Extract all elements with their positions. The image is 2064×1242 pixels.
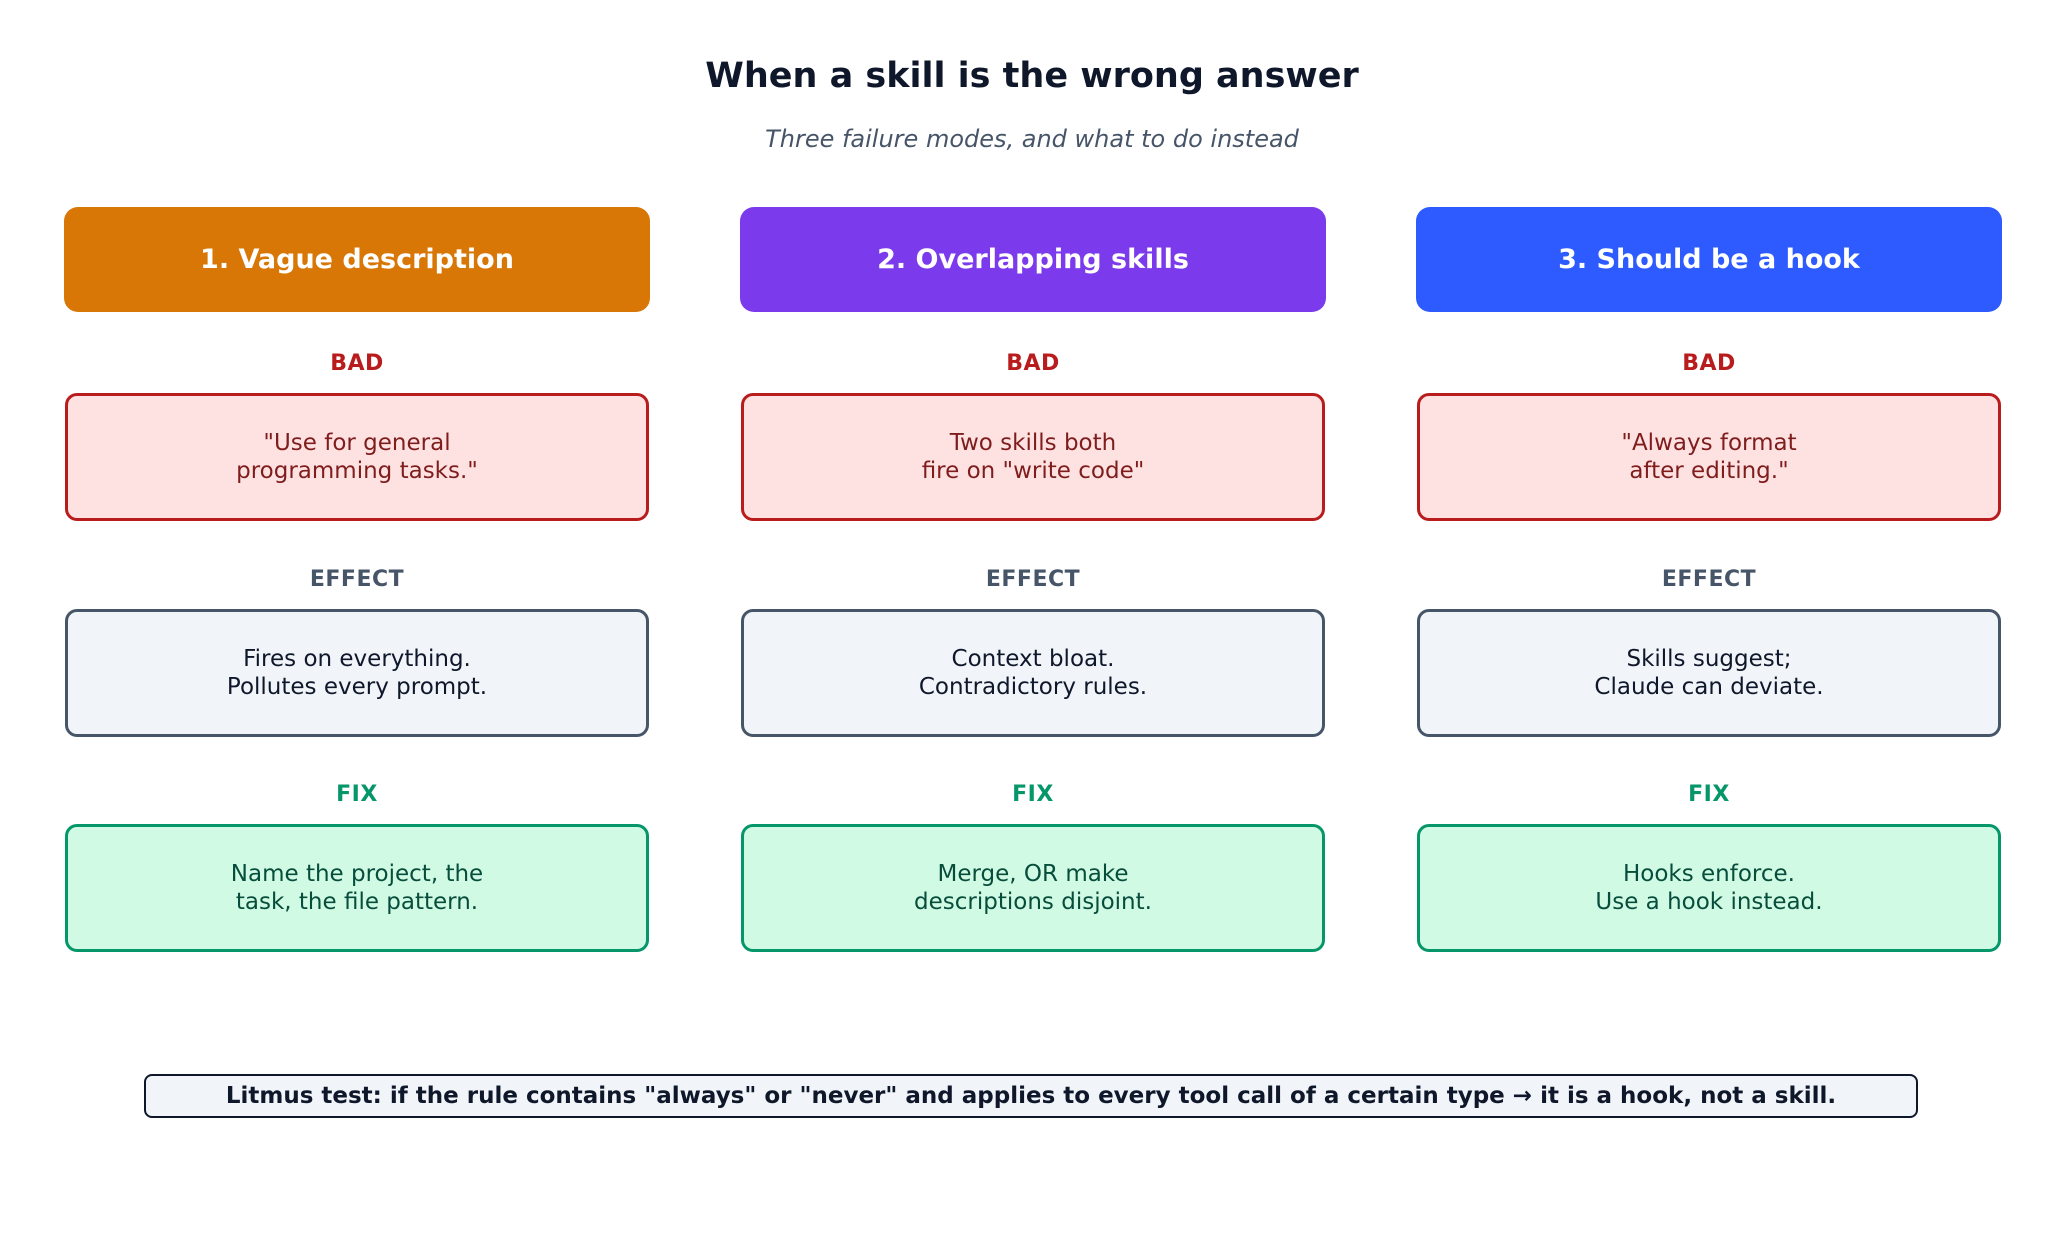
- diagram-title: When a skill is the wrong answer: [705, 56, 1359, 96]
- fix-line: Use a hook instead.: [1595, 889, 1823, 915]
- fix-box: Hooks enforce. Use a hook instead.: [1417, 824, 2001, 952]
- litmus-test-callout: Litmus test: if the rule contains "alway…: [144, 1074, 1918, 1118]
- failure-mode-header: 1. Vague description: [64, 207, 650, 312]
- fix-label: FIX: [336, 782, 378, 807]
- effect-line: Skills suggest;: [1626, 646, 1792, 672]
- bad-line: fire on "write code": [921, 458, 1145, 484]
- failure-mode-column-3: 3. Should be a hook BAD "Always format a…: [1416, 0, 2002, 1000]
- bad-box: Two skills both fire on "write code": [741, 393, 1325, 521]
- failure-mode-header: 2. Overlapping skills: [740, 207, 1326, 312]
- fix-line: Name the project, the: [230, 861, 484, 887]
- effect-line: Fires on everything.: [243, 646, 471, 672]
- failure-mode-column-2: 2. Overlapping skills BAD Two skills bot…: [740, 0, 1326, 1000]
- failure-mode-column-1: 1. Vague description BAD "Use for genera…: [64, 0, 650, 1000]
- effect-box: Context bloat. Contradictory rules.: [741, 609, 1325, 737]
- bad-label: BAD: [330, 351, 384, 376]
- effect-label: EFFECT: [309, 567, 405, 592]
- bad-line: after editing.": [1629, 458, 1789, 484]
- fix-line: task, the file pattern.: [235, 889, 479, 915]
- effect-label: EFFECT: [1661, 567, 1757, 592]
- bad-label: BAD: [1006, 351, 1060, 376]
- fix-label: FIX: [1012, 782, 1054, 807]
- bad-line: "Always format: [1621, 430, 1797, 456]
- bad-line: Two skills both: [949, 430, 1117, 456]
- effect-label: EFFECT: [985, 567, 1081, 592]
- failure-mode-header: 3. Should be a hook: [1416, 207, 2002, 312]
- effect-line: Context bloat.: [951, 646, 1115, 672]
- bad-label: BAD: [1682, 351, 1736, 376]
- fix-line: Merge, OR make: [937, 861, 1129, 887]
- effect-box: Skills suggest; Claude can deviate.: [1417, 609, 2001, 737]
- fix-box: Name the project, the task, the file pat…: [65, 824, 649, 952]
- fix-box: Merge, OR make descriptions disjoint.: [741, 824, 1325, 952]
- bad-line: "Use for general: [263, 430, 451, 456]
- bad-box: "Use for general programming tasks.": [65, 393, 649, 521]
- effect-line: Contradictory rules.: [918, 674, 1148, 700]
- fix-line: descriptions disjoint.: [914, 889, 1152, 915]
- bad-box: "Always format after editing.": [1417, 393, 2001, 521]
- effect-line: Claude can deviate.: [1594, 674, 1824, 700]
- effect-line: Pollutes every prompt.: [226, 674, 488, 700]
- fix-label: FIX: [1688, 782, 1730, 807]
- diagram-subtitle: Three failure modes, and what to do inst…: [765, 125, 1299, 153]
- fix-line: Hooks enforce.: [1622, 861, 1795, 887]
- bad-line: programming tasks.": [236, 458, 478, 484]
- effect-box: Fires on everything. Pollutes every prom…: [65, 609, 649, 737]
